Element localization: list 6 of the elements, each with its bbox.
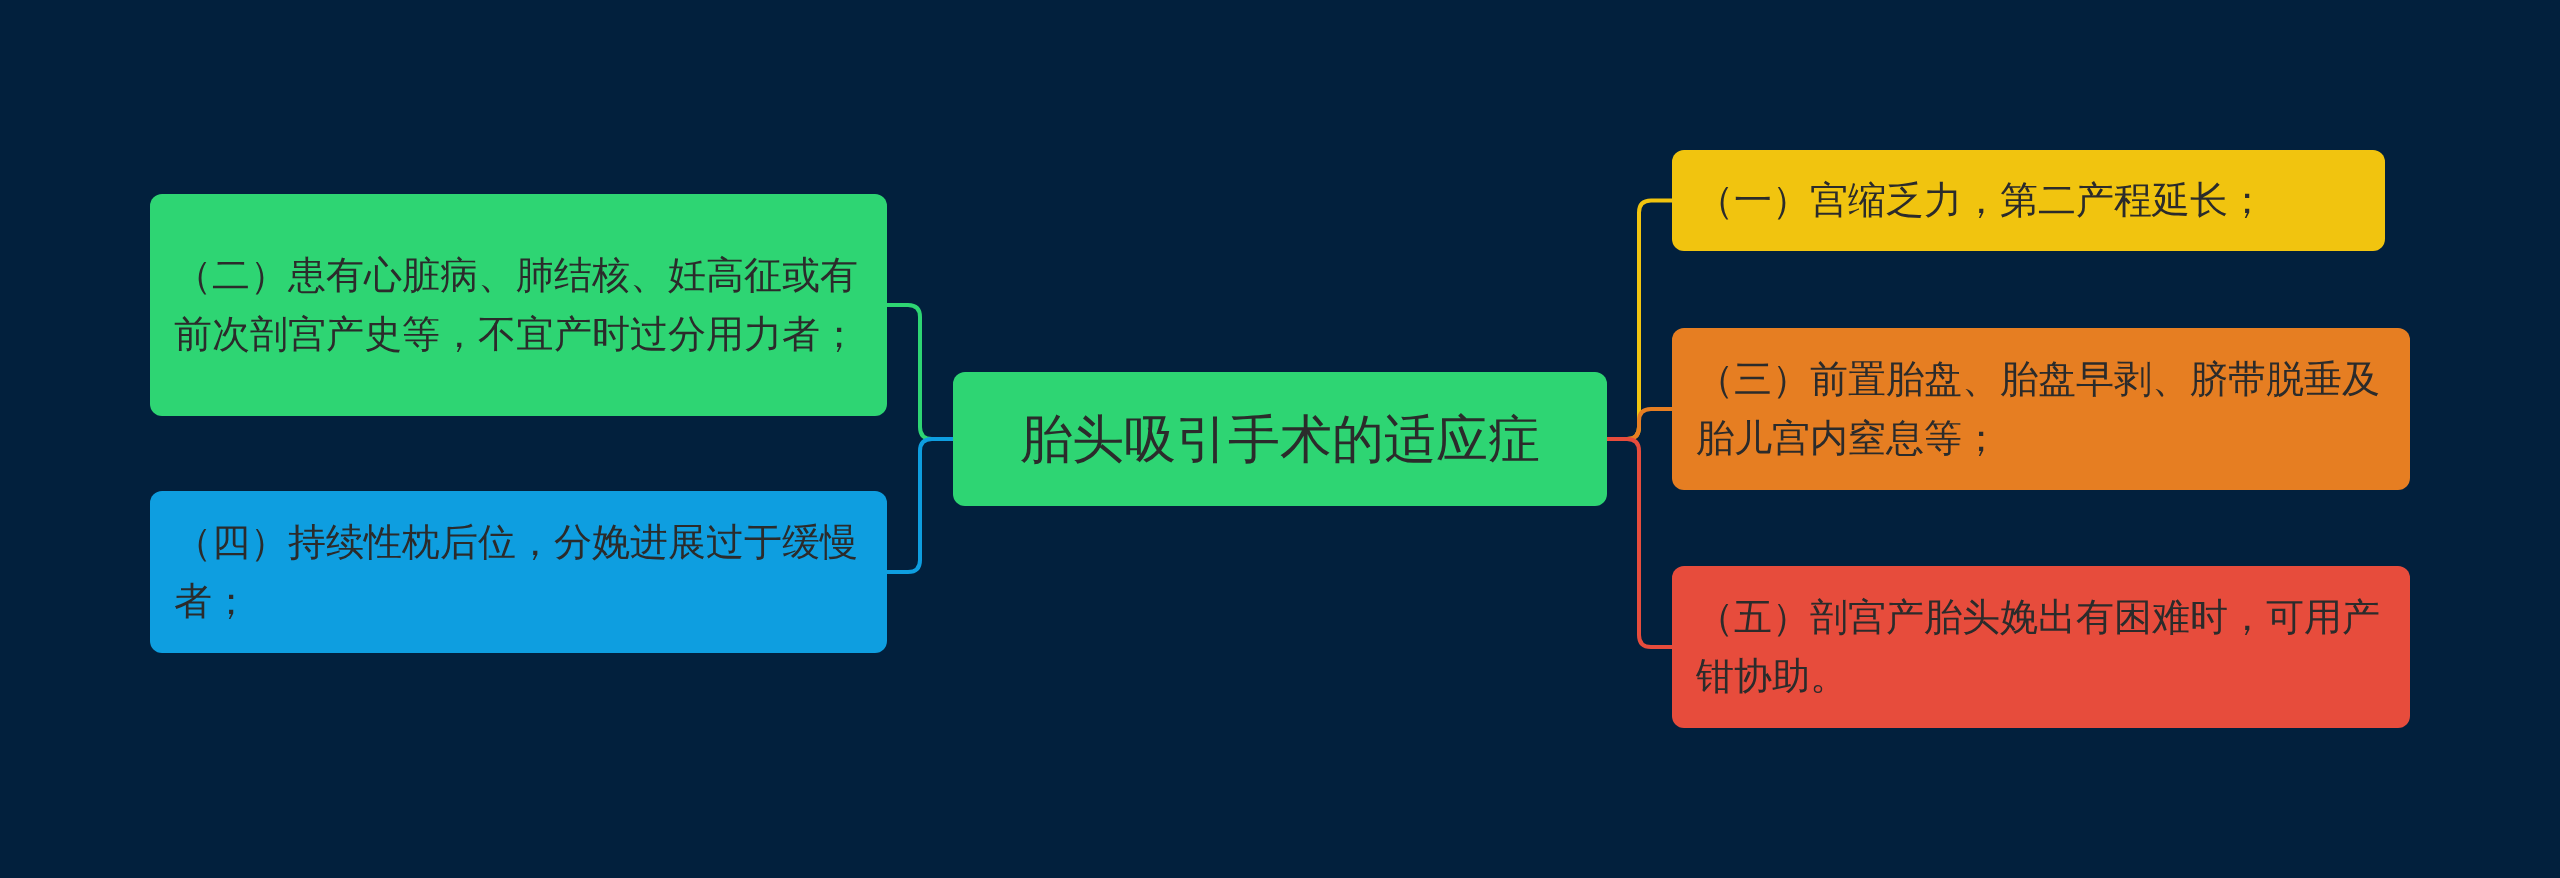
subtopic-box: （五）剖宫产胎头娩出有困难时，可用产钳协助。 — [1672, 566, 2410, 728]
subtopic-box: （四）持续性枕后位，分娩进展过于缓慢者； — [150, 491, 887, 653]
subtopic-box: （二）患有心脏病、肺结核、妊高征或有前次剖宫产史等，不宜产时过分用力者； — [150, 194, 887, 416]
topic-box: 胎头吸引手术的适应症 — [953, 372, 1607, 506]
subtopic-box: （三）前置胎盘、胎盘早剥、脐带脱垂及胎儿宫内窒息等； — [1672, 328, 2410, 490]
subtopic-box: （一）宫缩乏力，第二产程延长； — [1672, 150, 2385, 251]
